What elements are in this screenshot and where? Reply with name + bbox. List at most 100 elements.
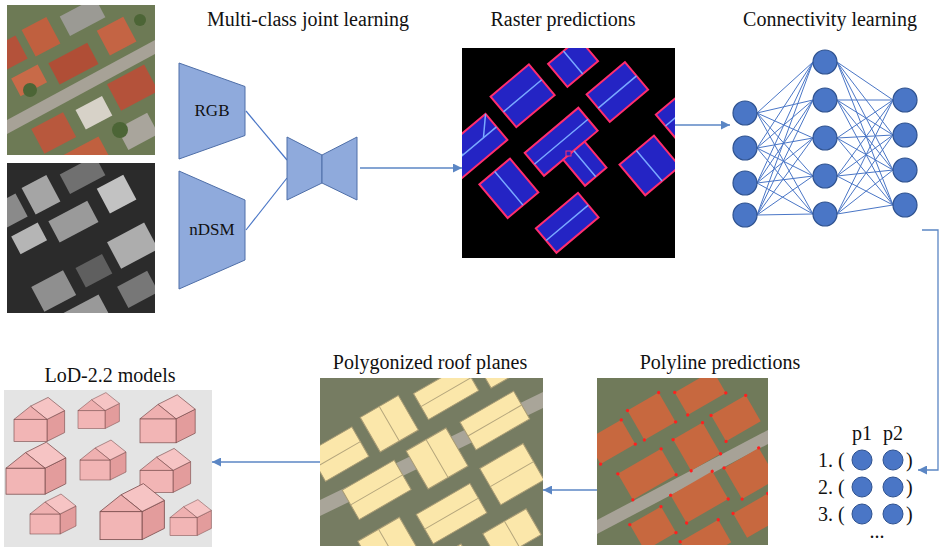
neural-network (733, 136, 757, 160)
roof-plane-photo (320, 427, 369, 481)
polyline-photo (597, 378, 768, 545)
polyline-photo (711, 395, 761, 441)
polyline-photo (673, 423, 720, 471)
city-model (78, 393, 119, 429)
ndsm-image (31, 270, 76, 312)
ndsm-image (7, 163, 155, 313)
rgb-photo (11, 65, 47, 97)
ndsm-image (107, 223, 155, 269)
city-model (6, 442, 66, 494)
ndsm-image (7, 194, 28, 233)
neural-network (813, 88, 837, 112)
flow-arrow (675, 124, 730, 125)
city-model (80, 440, 126, 480)
polyline-photo (618, 449, 676, 500)
list-label: ) (906, 503, 913, 525)
rgb-photo (63, 136, 111, 155)
polyline-photo (597, 420, 635, 464)
stage-heading: Connectivity learning (743, 7, 917, 31)
neural-network (813, 126, 837, 150)
flow-arrow (918, 230, 938, 470)
list-label: ) (906, 449, 913, 471)
list-point (883, 504, 903, 524)
neural-network (893, 88, 917, 112)
list-point (852, 450, 903, 524)
roof-plane-photo (320, 378, 543, 546)
list-point (883, 477, 903, 497)
roof-plane-photo (320, 378, 543, 546)
city-model (4, 390, 212, 547)
ndsm-image (22, 175, 61, 215)
neural-network (757, 62, 893, 215)
encoder-trapezoid: RGB (178, 62, 246, 160)
stage-heading: Multi-class joint learning (207, 7, 409, 31)
roof-plane-photo (483, 509, 541, 546)
stage-heading: Raster predictions (491, 7, 636, 31)
stage-heading: Polygonized roof planes (333, 350, 527, 374)
neural-network (733, 203, 757, 227)
polyline-photo (597, 378, 768, 545)
trapezoid-shape (179, 171, 245, 289)
raster-image (462, 48, 675, 258)
rgb-photo (7, 5, 155, 155)
city-model (140, 395, 195, 443)
neural-network (733, 171, 757, 195)
roof-plane-photo (413, 544, 476, 546)
polyline-photo (630, 507, 676, 545)
raster-image (656, 95, 675, 137)
neural-network (813, 164, 837, 188)
rgb-photo (134, 14, 146, 26)
raster-image (462, 48, 675, 258)
city-model (170, 500, 211, 536)
polyline-photo (671, 471, 729, 523)
neural-network (893, 123, 917, 147)
ndsm-image (63, 294, 111, 313)
ndsm-image (117, 271, 155, 308)
neural-network (893, 158, 917, 182)
list-point (852, 450, 872, 470)
encoder-label: RGB (195, 101, 230, 121)
stage-panel: Raster predictions (462, 48, 675, 258)
rgb-photo (112, 122, 128, 138)
encoder-decoder (287, 137, 322, 200)
ndsm-image (48, 201, 98, 243)
encoder-label: nDSM (189, 220, 234, 240)
polyline-photo (627, 393, 675, 440)
neural-network (733, 50, 917, 227)
polyline-photo (733, 493, 768, 537)
neural-network (733, 50, 917, 227)
rgb-photo (107, 65, 155, 111)
neural-network (893, 193, 917, 217)
ndsm-image (11, 223, 47, 255)
encoder-trapezoid: nDSM (178, 170, 246, 290)
rgb-photo (75, 96, 112, 130)
rgb-photo (48, 43, 98, 85)
polyline-photo (675, 378, 726, 415)
raster-image (566, 151, 571, 156)
raster-image (462, 48, 675, 258)
city-model (4, 390, 212, 547)
stage-panel: Multi-class joint learningRGBnDSM (175, 55, 360, 300)
stage-heading: Polyline predictions (640, 350, 801, 374)
ndsm-image (97, 175, 137, 214)
encoder-decoder (322, 137, 357, 200)
list-label: 3. ( (818, 503, 845, 525)
flow-arrow (360, 167, 462, 168)
list-label: 1. ( (818, 449, 845, 471)
rgb-photo (22, 17, 61, 57)
roof-plane-photo (473, 378, 526, 388)
encoder-decoder (246, 178, 287, 230)
raster-image (462, 48, 675, 258)
neural-network (813, 50, 837, 74)
rgb-photo (97, 17, 137, 56)
roof-plane-photo (320, 378, 543, 546)
list-point (852, 477, 872, 497)
polyline-photo (597, 378, 768, 545)
ndsm-image (7, 163, 155, 313)
city-model (100, 484, 164, 540)
city-model (14, 397, 65, 441)
rgb-photo (23, 83, 37, 97)
